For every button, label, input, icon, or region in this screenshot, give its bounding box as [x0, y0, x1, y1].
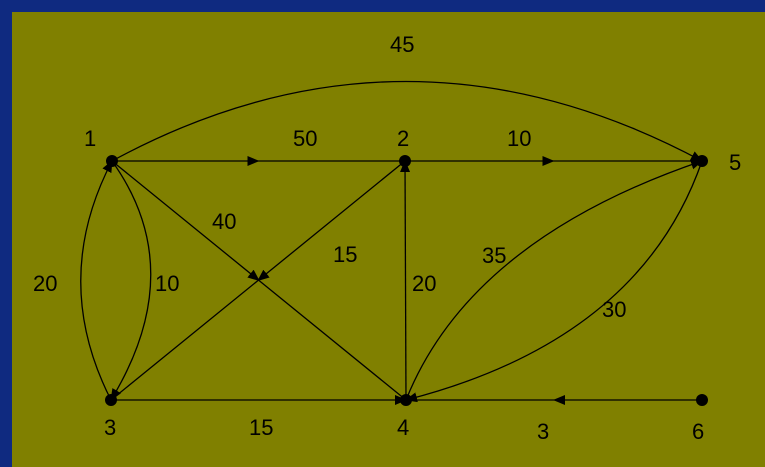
edge-3-1: [80, 160, 113, 401]
node-label-3: 3: [104, 415, 116, 440]
node-1: [106, 155, 118, 167]
edge-label-1-3: 10: [155, 271, 179, 296]
node-label-1: 1: [84, 126, 96, 151]
edge-4-2: [400, 160, 411, 401]
edge-label-2-5: 10: [507, 126, 531, 151]
edge-1-5: [111, 80, 703, 162]
edge-5-4: [405, 160, 703, 403]
edge-label-4-2: 20: [412, 271, 436, 296]
edge-label-3-1: 20: [33, 271, 57, 296]
edge-label-1-4: 40: [212, 209, 236, 234]
diagram-panel: [12, 12, 765, 467]
node-6: [696, 394, 708, 406]
edge-label-1-5: 45: [390, 32, 414, 57]
node-label-5: 5: [729, 150, 741, 175]
node-3: [105, 394, 117, 406]
edge-label-4-5: 35: [482, 243, 506, 268]
node-4: [400, 394, 412, 406]
edges-layer: [80, 80, 703, 405]
edge-2-3: [110, 160, 406, 401]
edge-label-3-4: 15: [249, 415, 273, 440]
node-2: [399, 155, 411, 167]
edge-1-3: [110, 160, 152, 401]
node-label-6: 6: [692, 419, 704, 444]
nodes-layer: [105, 155, 708, 406]
node-5: [696, 155, 708, 167]
edge-label-5-4: 30: [602, 297, 626, 322]
node-label-4: 4: [397, 415, 409, 440]
edge-label-2-3: 15: [333, 242, 357, 267]
edge-label-6-4: 3: [537, 419, 549, 444]
edge-4-5: [405, 159, 703, 401]
node-label-2: 2: [397, 126, 409, 151]
edge-label-1-2: 50: [293, 126, 317, 151]
